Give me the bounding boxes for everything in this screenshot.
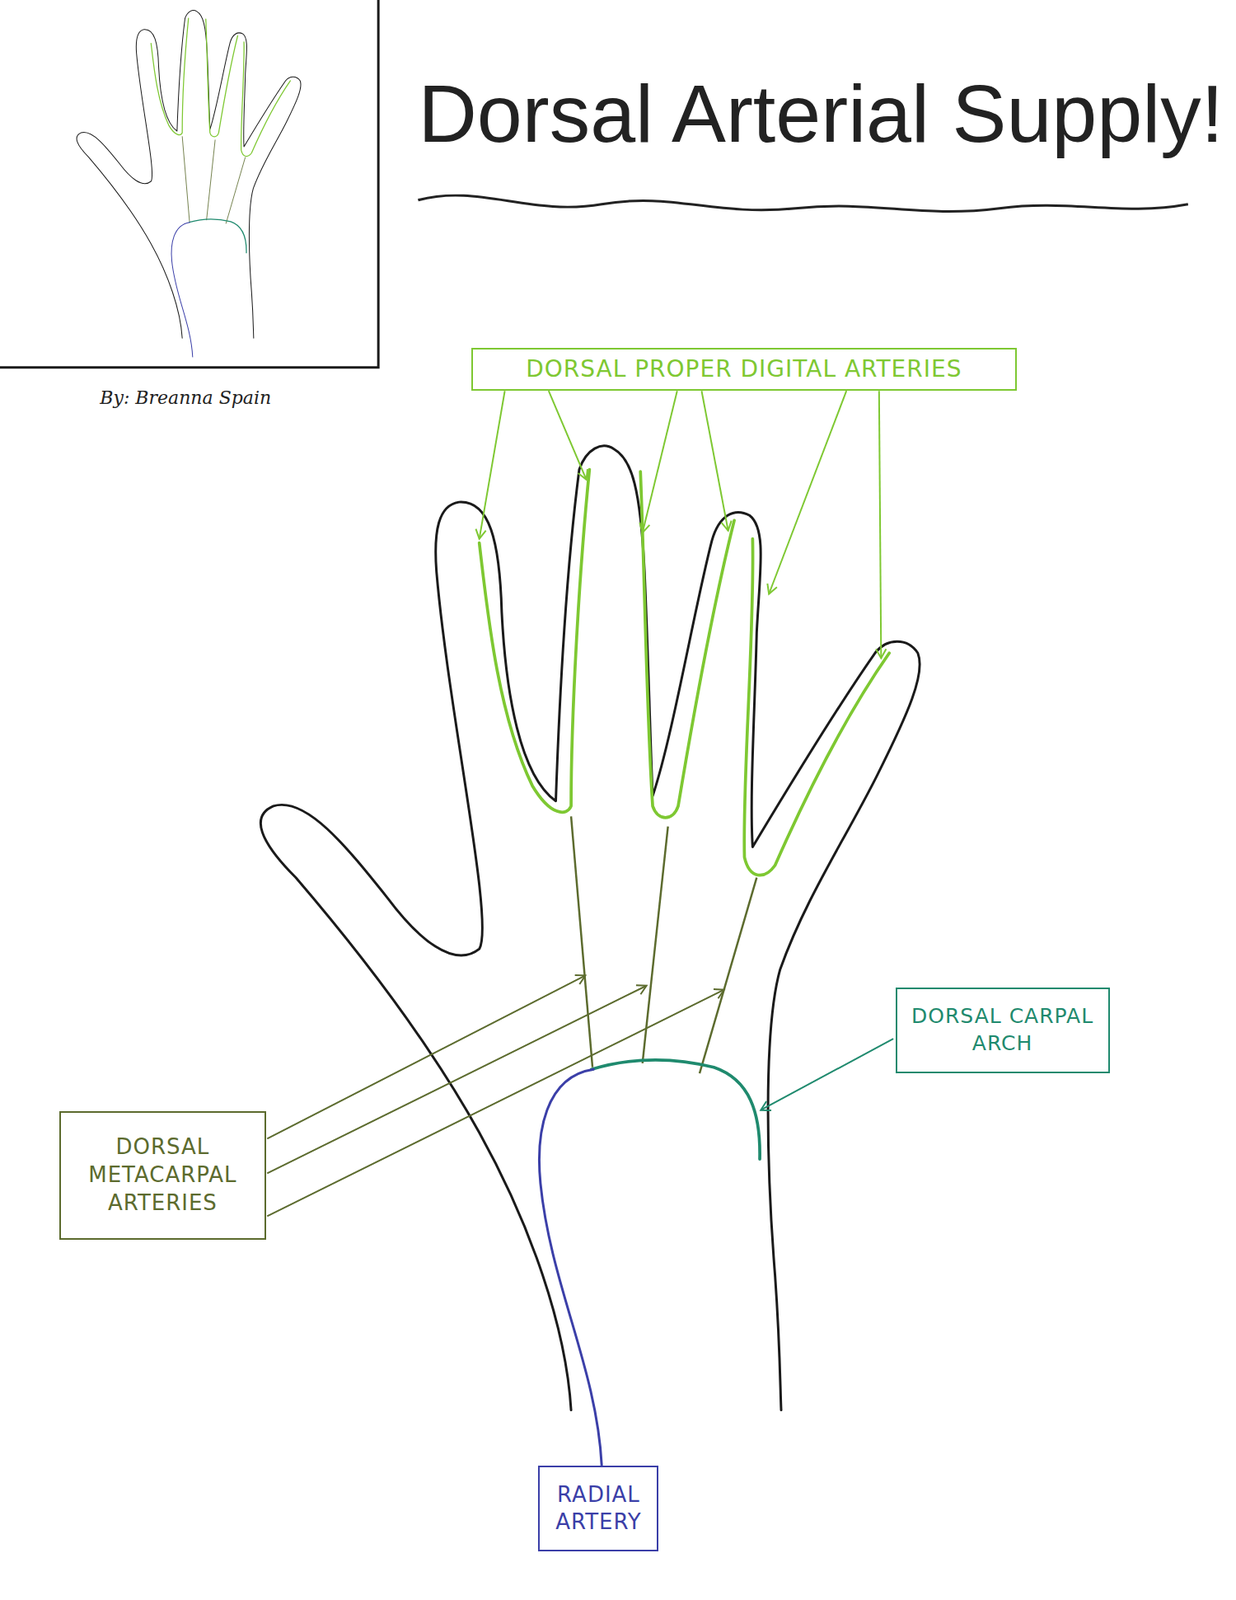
metacarpal-leaders	[266, 974, 724, 1216]
inset-hand	[76, 10, 301, 357]
callout-box: RADIAL ARTERY	[538, 1465, 659, 1551]
callout-text: DORSAL METACARPAL ARTERIES	[67, 1133, 258, 1217]
callout-text: RADIAL ARTERY	[546, 1480, 651, 1537]
inset-frame	[0, 0, 379, 368]
author-credit: By: Breanna Spain	[99, 387, 272, 408]
digital-leaders	[479, 390, 882, 658]
callout-box: DORSAL CARPAL ARCH	[895, 987, 1110, 1073]
title: Dorsal Arterial Supply!	[418, 73, 1225, 155]
callout-text: DORSAL CARPAL ARCH	[903, 1002, 1102, 1057]
carpal-leader	[760, 1038, 894, 1110]
callout-text: DORSAL PROPER DIGITAL ARTERIES	[479, 354, 1009, 384]
callout-box: DORSAL PROPER DIGITAL ARTERIES	[471, 347, 1017, 391]
main-hand	[260, 445, 920, 1465]
callout-box: DORSAL METACARPAL ARTERIES	[59, 1110, 267, 1240]
title-underline	[417, 195, 1188, 211]
